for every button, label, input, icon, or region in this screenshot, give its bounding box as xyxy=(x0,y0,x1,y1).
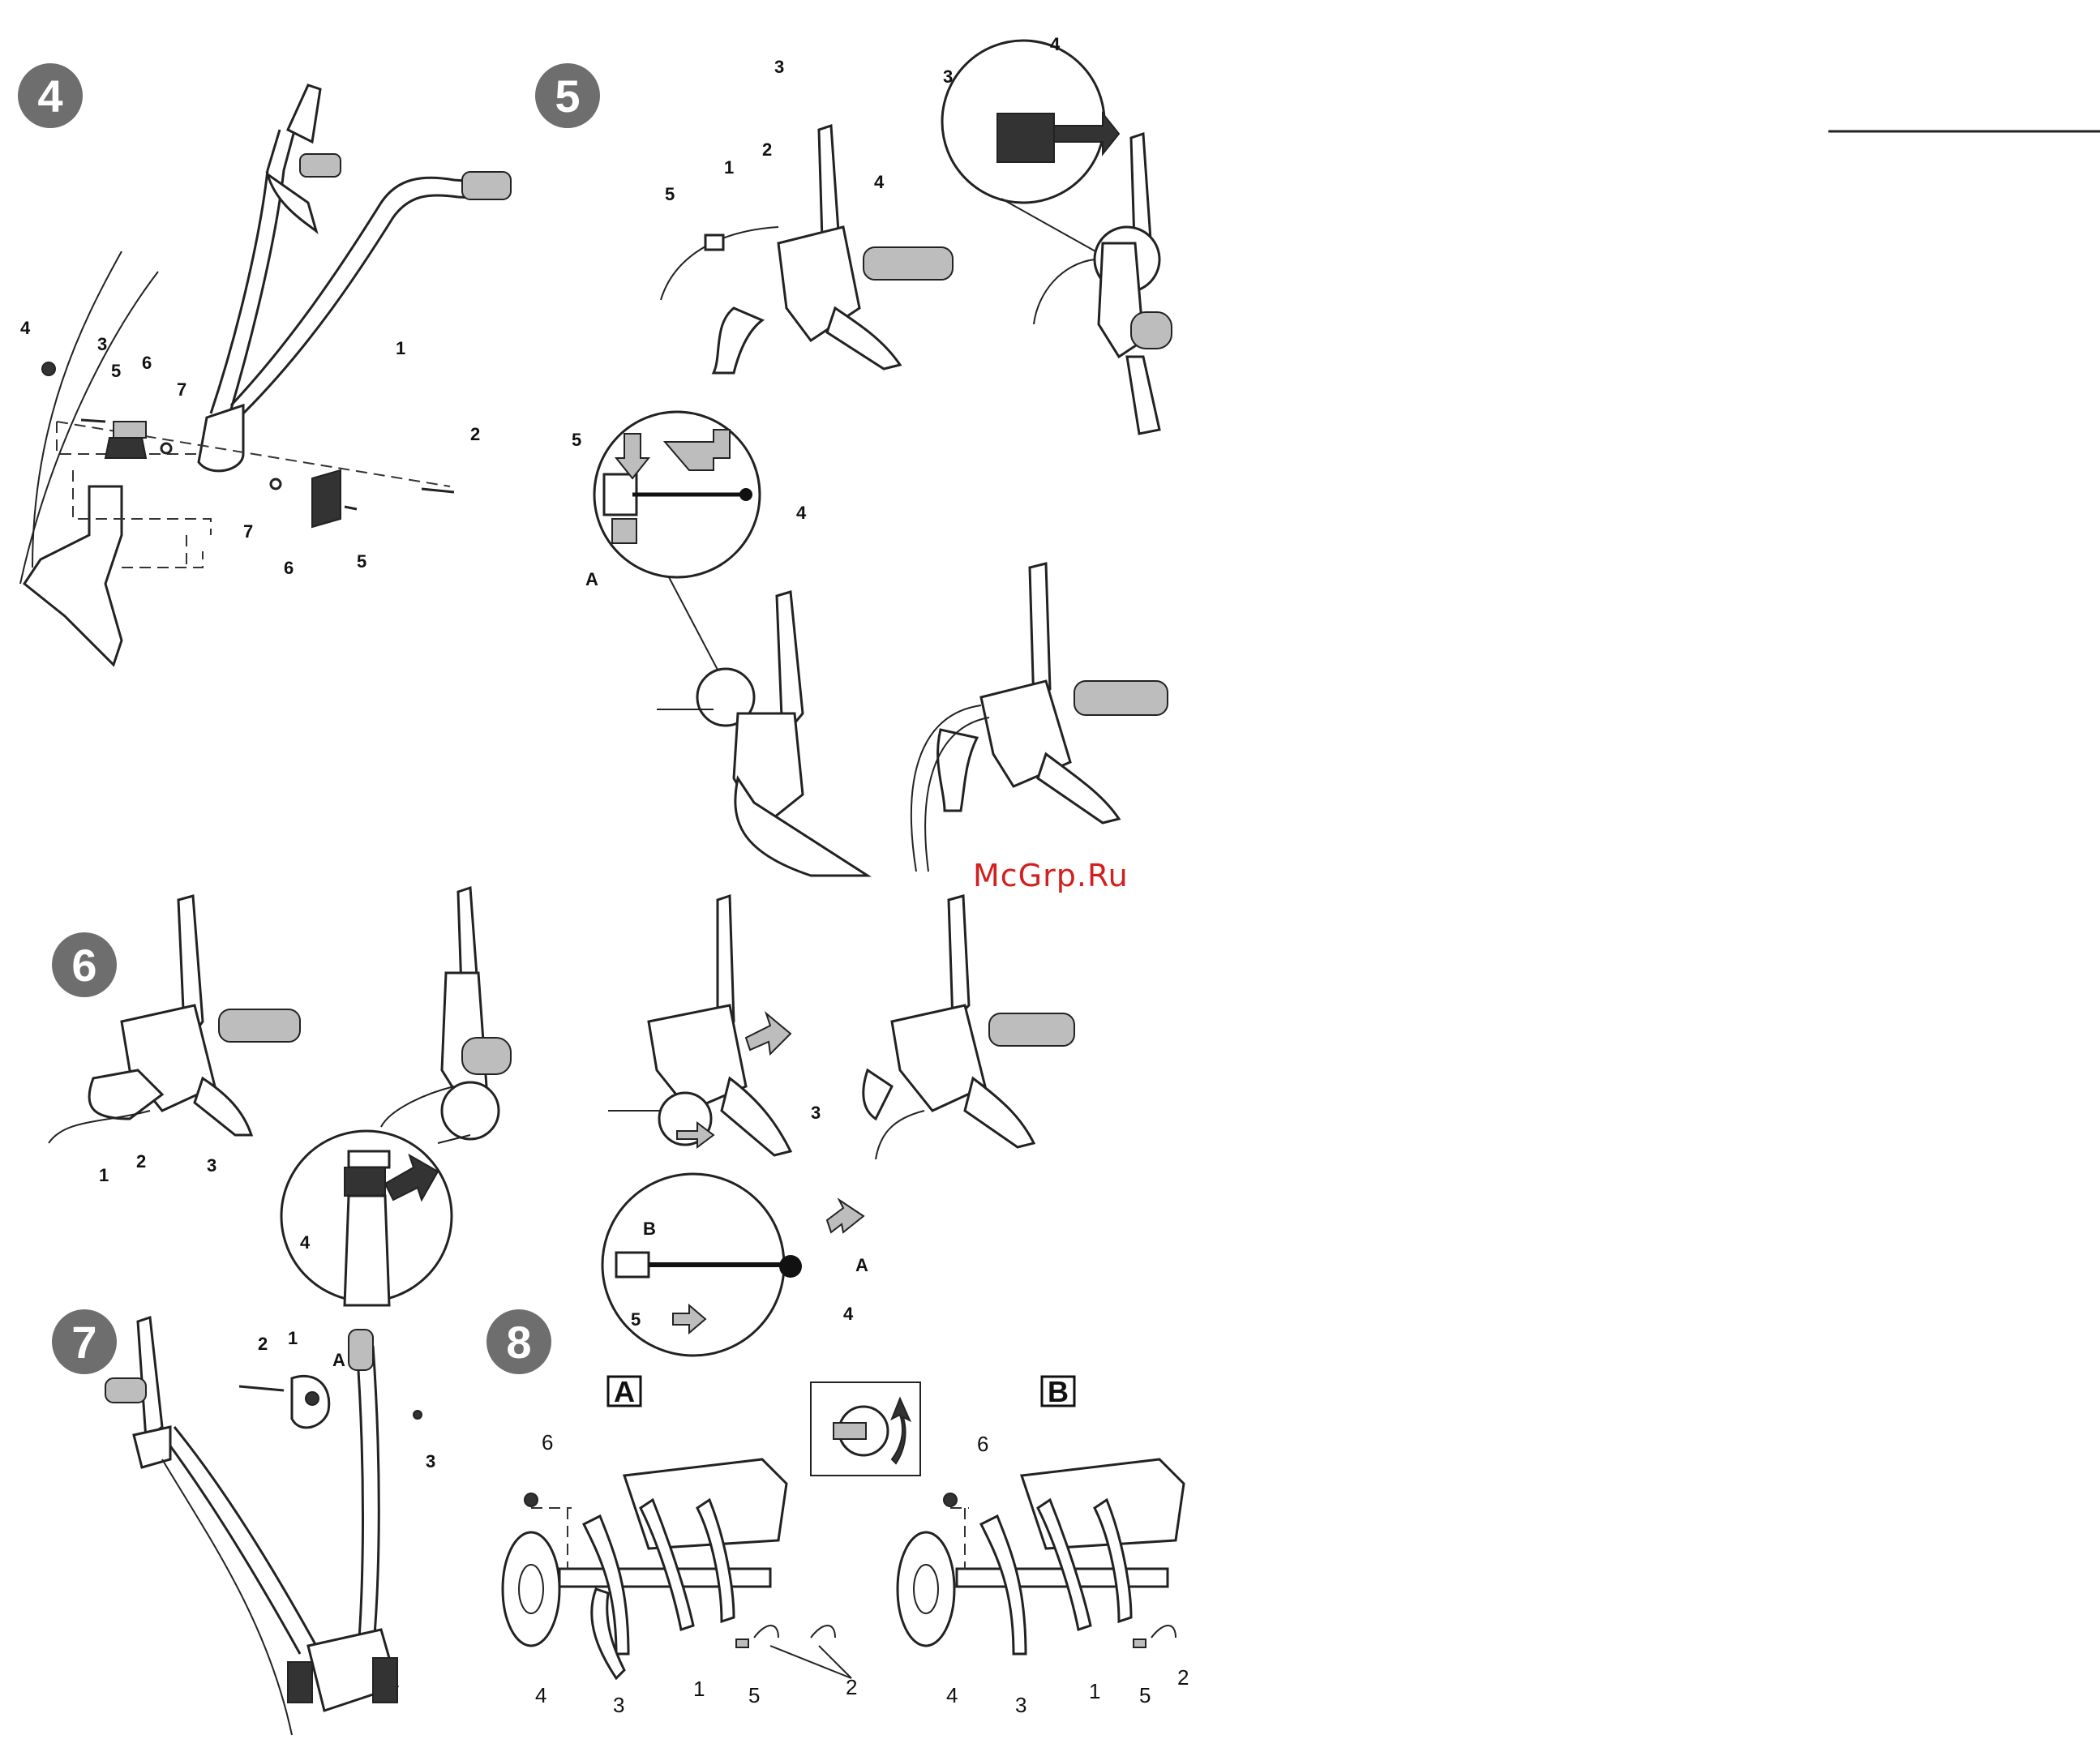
callout-2: 2 xyxy=(470,424,480,444)
callout-4: 4 xyxy=(796,503,807,523)
figure-4-number: 4 xyxy=(37,71,62,122)
figure-7-number: 7 xyxy=(71,1317,96,1368)
callout-3: 3 xyxy=(943,66,953,87)
callout-2: 2 xyxy=(846,1675,857,1699)
callout-3: 3 xyxy=(207,1155,216,1176)
left-grip xyxy=(300,154,341,177)
callout-7: 7 xyxy=(177,379,186,400)
callout-3: 3 xyxy=(774,57,784,77)
callout-5: 5 xyxy=(631,1309,641,1330)
wheel xyxy=(503,1532,559,1646)
callout-6b: 6 xyxy=(284,558,294,578)
callout-2: 2 xyxy=(762,139,772,160)
callout-1: 1 xyxy=(396,338,405,358)
washer xyxy=(161,443,171,453)
callout-6: 6 xyxy=(977,1432,988,1456)
figure-5-number: 5 xyxy=(555,71,580,122)
callout-1: 1 xyxy=(724,157,734,178)
callout-4: 4 xyxy=(843,1304,854,1324)
callout-A: A xyxy=(585,569,598,589)
figure-6: 6 1 2 3 4 3 xyxy=(49,888,1074,1356)
figure-5: 5 3 1 2 4 5 4 3 5 4 A xyxy=(535,34,1172,876)
bolt xyxy=(239,1386,284,1390)
callout-4: 4 xyxy=(535,1683,546,1707)
callout-A: A xyxy=(855,1255,868,1275)
callout-3: 3 xyxy=(426,1451,435,1471)
callout-5: 5 xyxy=(665,184,675,204)
callout-2: 2 xyxy=(258,1334,268,1354)
knob-left xyxy=(105,422,146,458)
callout-B: B xyxy=(643,1219,656,1239)
figure-8: 8 A B 6 4 3 1 5 2 xyxy=(486,1309,1189,1717)
knob-right xyxy=(312,470,341,527)
callout-5: 5 xyxy=(748,1683,760,1707)
callout-3: 3 xyxy=(811,1103,821,1123)
callout-4: 4 xyxy=(20,318,31,338)
callout-4: 4 xyxy=(946,1683,958,1707)
figure-4: 4 xyxy=(18,63,511,665)
callout-5b: 5 xyxy=(357,551,366,572)
box-a-label: A xyxy=(614,1375,635,1408)
callout-1: 1 xyxy=(693,1677,705,1701)
figure-7: 7 2 1 A 3 xyxy=(52,1309,435,1735)
callout-A: A xyxy=(332,1350,345,1370)
cable-clamp xyxy=(705,235,723,250)
callout-5: 5 xyxy=(572,430,581,450)
handlebar-right-tube xyxy=(231,178,486,405)
tiller-assembly-a xyxy=(503,1459,835,1678)
grip xyxy=(864,247,953,280)
nut-icon xyxy=(42,362,55,375)
callout-3: 3 xyxy=(97,334,107,354)
callout-1: 1 xyxy=(288,1328,298,1348)
handlebar-left-tube xyxy=(211,130,280,413)
watermark: McGrp.Ru xyxy=(973,858,1129,893)
callout-2: 2 xyxy=(136,1151,146,1172)
callout-6: 6 xyxy=(142,353,152,373)
callout-4: 4 xyxy=(874,172,885,192)
callout-2: 2 xyxy=(1177,1665,1189,1690)
nut xyxy=(414,1411,422,1419)
tiller-assembly-b xyxy=(898,1459,1184,1654)
callout-1: 1 xyxy=(1089,1679,1100,1703)
long-bolt xyxy=(422,489,454,492)
callout-6: 6 xyxy=(542,1430,553,1454)
left-lever xyxy=(288,85,320,142)
washer-2 xyxy=(271,479,281,489)
callout-1: 1 xyxy=(99,1165,109,1185)
handle-tube xyxy=(357,1346,363,1670)
callout-5: 5 xyxy=(1139,1683,1151,1707)
wheel xyxy=(898,1532,954,1646)
figure-8-number: 8 xyxy=(506,1317,531,1368)
box-b-label: B xyxy=(1048,1375,1069,1408)
callout-5: 5 xyxy=(111,361,121,381)
callout-4: 4 xyxy=(1050,34,1061,54)
callout-3: 3 xyxy=(613,1693,624,1717)
callout-4: 4 xyxy=(300,1232,311,1253)
callout-7b: 7 xyxy=(243,521,253,542)
figure-6-number: 6 xyxy=(71,940,96,991)
bolt xyxy=(81,420,105,422)
handle-bracket xyxy=(199,405,243,471)
right-grip xyxy=(462,172,511,199)
callout-3: 3 xyxy=(1015,1693,1026,1717)
